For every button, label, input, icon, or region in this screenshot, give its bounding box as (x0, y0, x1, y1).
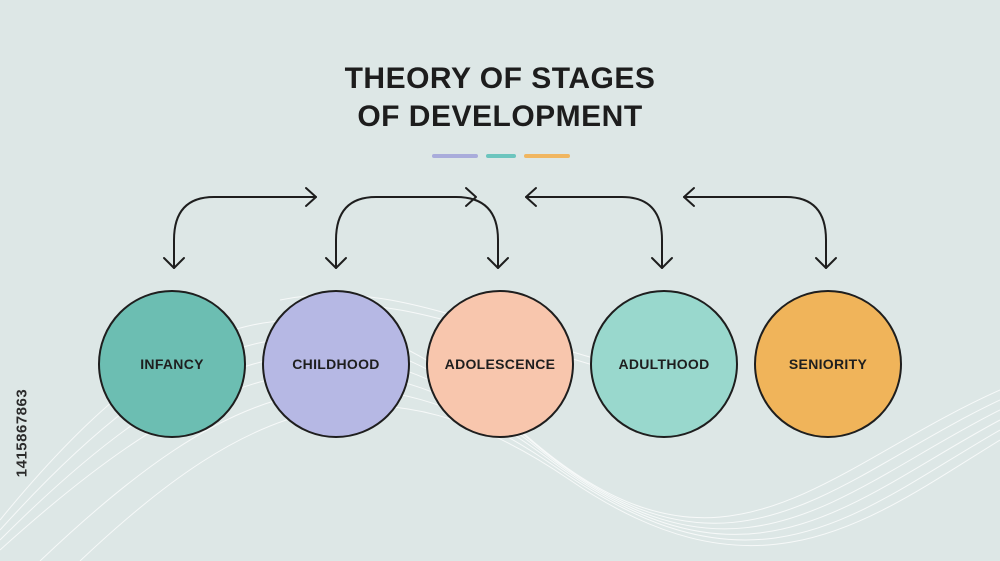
title-line-2: OF DEVELOPMENT (357, 100, 643, 133)
arrowhead-right (305, 187, 317, 207)
arrowhead-down (163, 257, 185, 269)
stage-label: ADOLESCENCE (444, 356, 556, 372)
stage-label: SENIORITY (788, 356, 868, 372)
connector-arrow (173, 196, 317, 269)
stage-circle-adulthood: ADULTHOOD (590, 290, 738, 438)
arrowhead-down (651, 257, 673, 269)
arrowhead-down (815, 257, 837, 269)
connector-arrow (683, 196, 827, 269)
connector-arrow (335, 196, 499, 269)
title-line-1: THEORY OF STAGES (344, 62, 656, 95)
stage-label: ADULTHOOD (618, 356, 710, 372)
connector-arrow (525, 196, 663, 269)
stage-label: CHILDHOOD (292, 356, 380, 372)
stock-id-text: 1415867863 (13, 388, 31, 478)
arrowhead-down (325, 257, 347, 269)
arrowhead-down (487, 257, 509, 269)
diagram-title: THEORY OF STAGES OF DEVELOPMENT (0, 60, 1000, 136)
accent-bar (432, 154, 478, 158)
arrowhead-right (465, 187, 477, 207)
accent-bar (486, 154, 516, 158)
stage-circle-childhood: CHILDHOOD (262, 290, 410, 438)
arrowhead-left (683, 187, 695, 207)
accent-bar (524, 154, 570, 158)
stage-circle-infancy: INFANCY (98, 290, 246, 438)
stage-circle-seniority: SENIORITY (754, 290, 902, 438)
arrowhead-left (525, 187, 537, 207)
stock-id-label: 1415867863 (12, 318, 32, 548)
stage-circle-adolescence: ADOLESCENCE (426, 290, 574, 438)
stage-label: INFANCY (140, 356, 204, 372)
title-accent-bars (432, 154, 572, 158)
